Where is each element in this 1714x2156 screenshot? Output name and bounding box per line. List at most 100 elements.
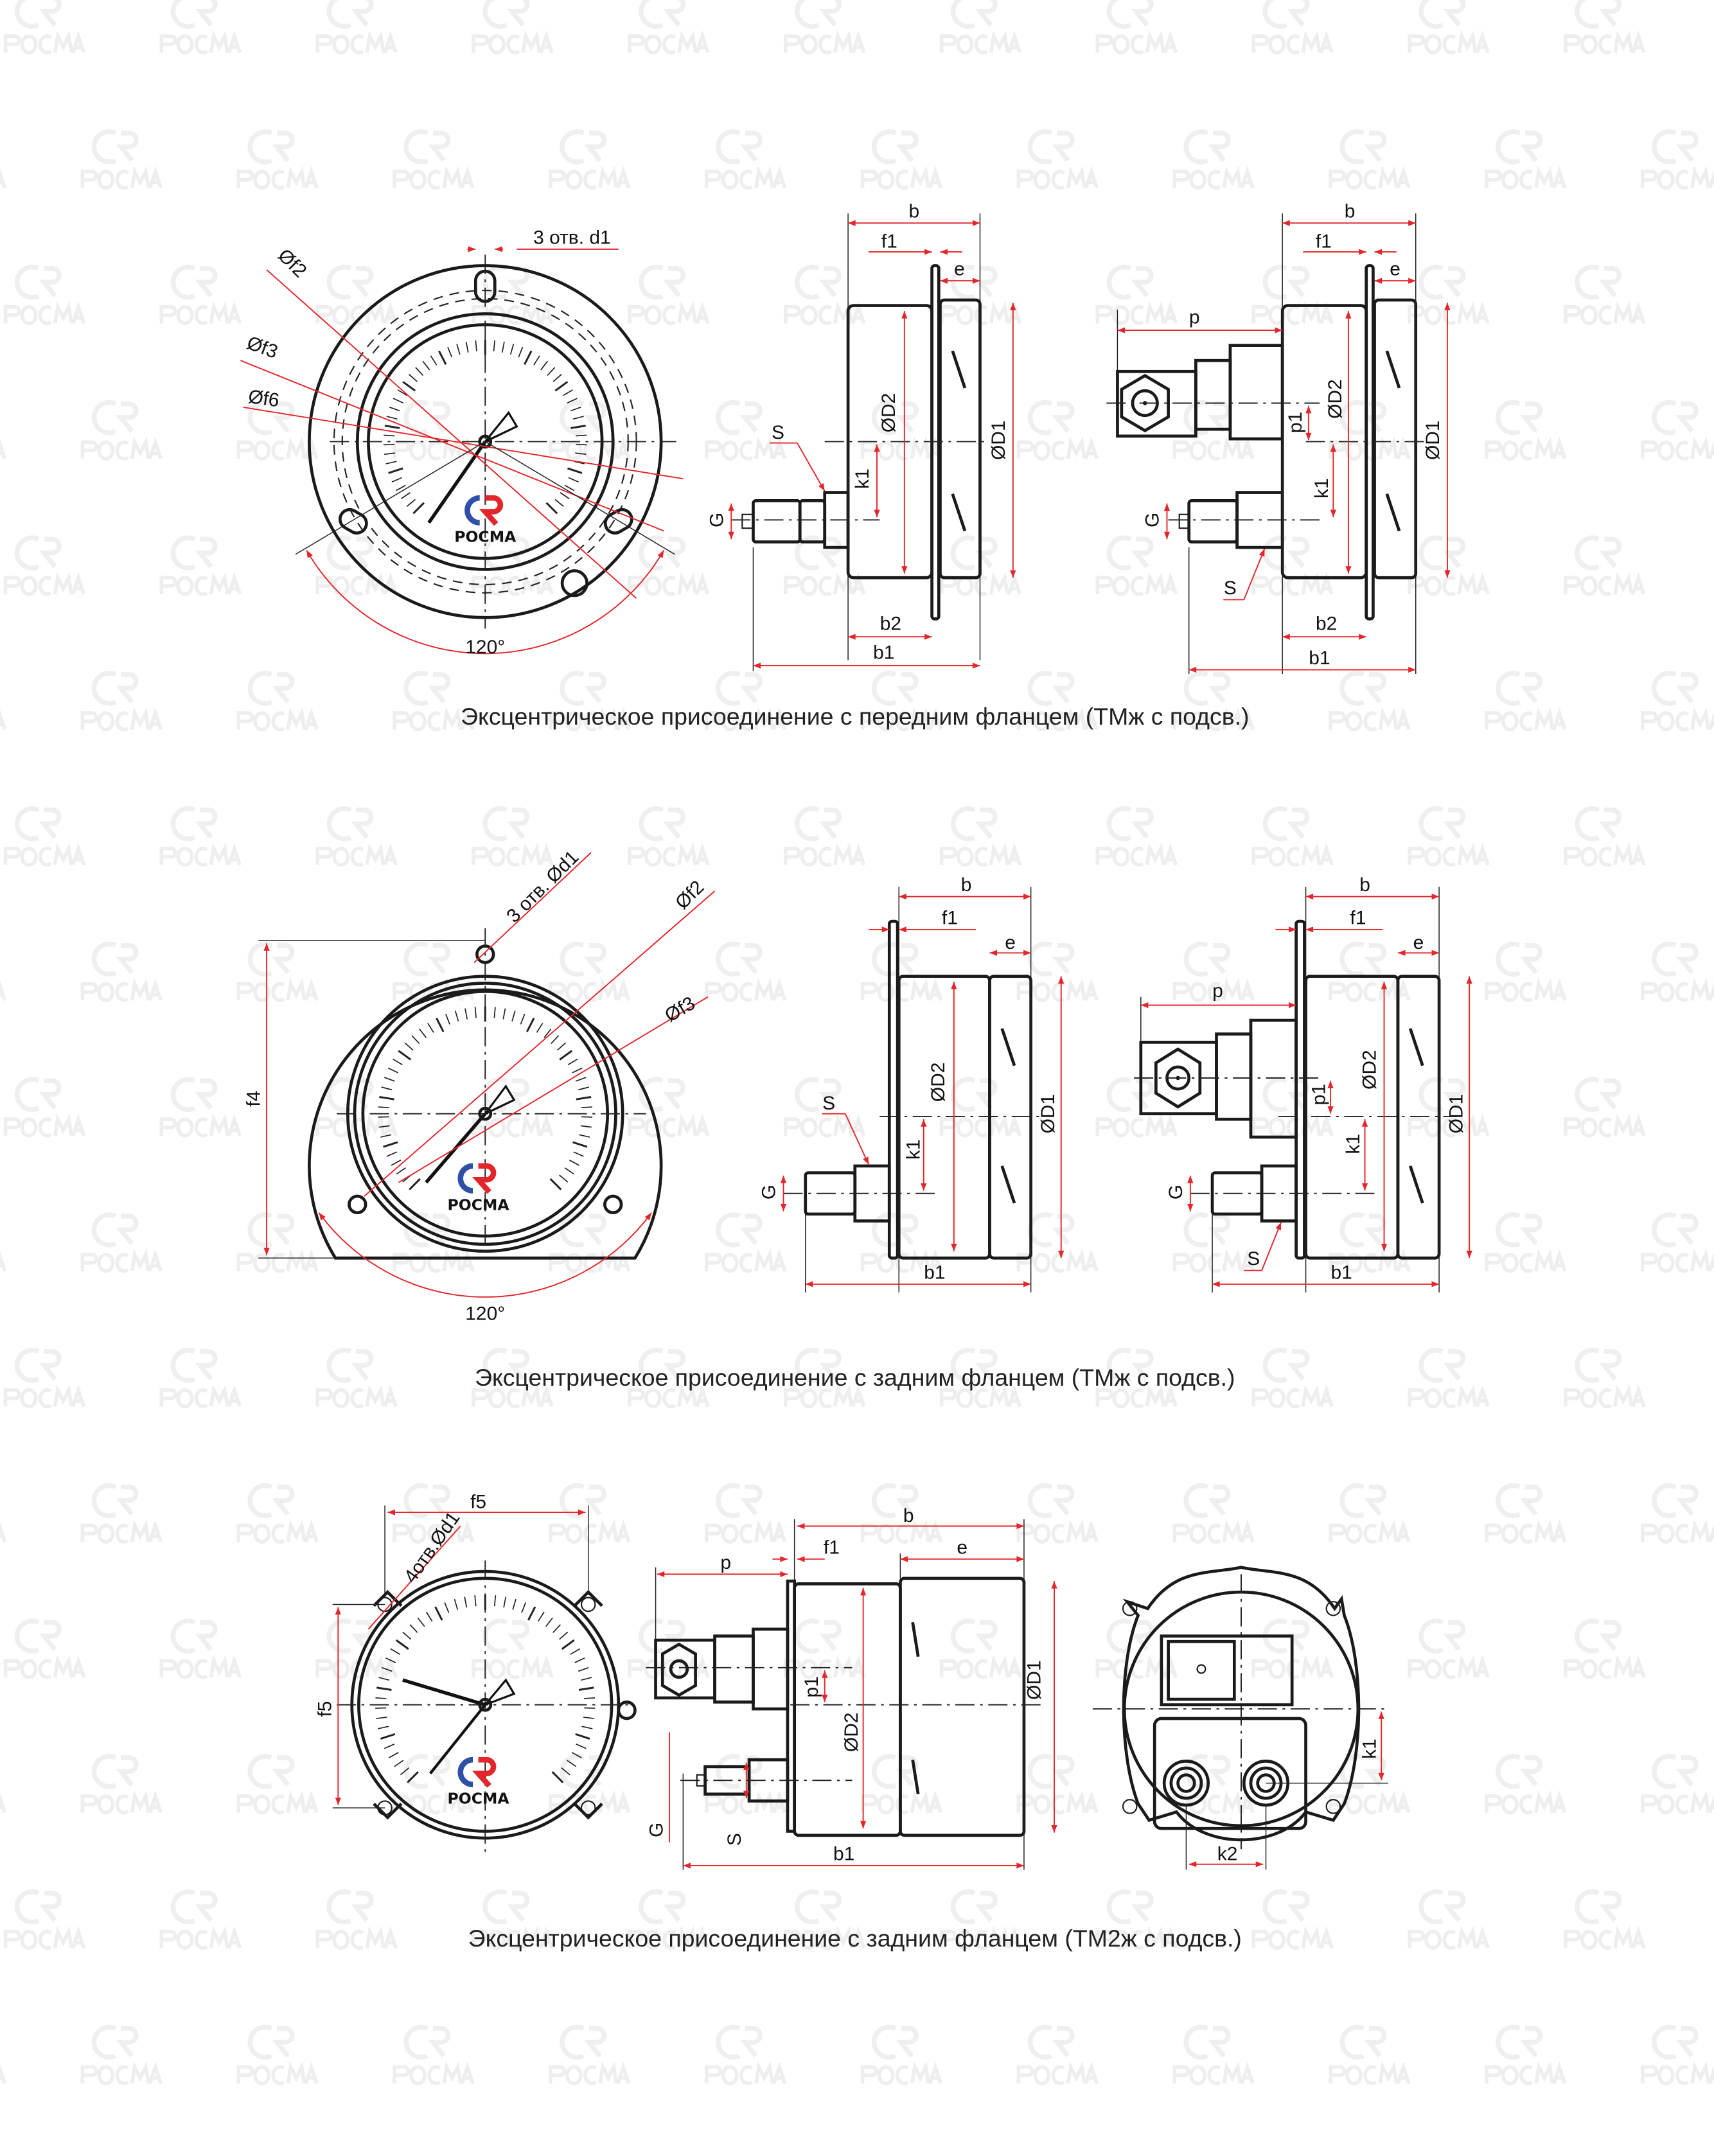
scale-tick bbox=[503, 1596, 507, 1608]
scale-tick bbox=[381, 1086, 393, 1091]
watermark-logo bbox=[860, 129, 943, 190]
scale-tick bbox=[572, 1141, 588, 1148]
watermark-logo bbox=[704, 2024, 787, 2085]
scale-tick bbox=[570, 406, 581, 412]
watermark-logo bbox=[1016, 1212, 1099, 1273]
scale-tick bbox=[512, 1599, 517, 1610]
dim-D1: ØD1 bbox=[988, 420, 1009, 460]
watermark-logo bbox=[3, 264, 86, 326]
scale-tick bbox=[406, 499, 416, 507]
scale-tick bbox=[404, 1042, 414, 1051]
scale-tick bbox=[578, 1666, 589, 1672]
scale-tick bbox=[576, 1744, 587, 1749]
dim-D2: ØD2 bbox=[928, 1063, 949, 1102]
watermark-logo bbox=[159, 1618, 242, 1679]
section-3-tm2: РОСМА f5 4отв.Ød1 f5 bbox=[315, 1492, 1388, 1952]
watermark-logo bbox=[704, 1754, 787, 1815]
watermark-logo bbox=[628, 0, 710, 55]
watermark-logo bbox=[549, 400, 631, 461]
scale-tick bbox=[389, 406, 400, 412]
dim-k1: k1 bbox=[1343, 1134, 1364, 1154]
scale-tick bbox=[576, 434, 587, 437]
watermark-logo bbox=[628, 806, 710, 867]
watermark-logo bbox=[1640, 1212, 1714, 1273]
scale-tick bbox=[549, 1178, 562, 1190]
watermark-logo bbox=[472, 0, 554, 55]
dim-G: G bbox=[1142, 513, 1163, 527]
dim-p: p bbox=[1212, 980, 1223, 1002]
watermark-logo bbox=[315, 1618, 398, 1679]
dim-b: b bbox=[1359, 874, 1370, 896]
watermark-logo bbox=[315, 1347, 398, 1409]
watermark-logo bbox=[549, 1483, 631, 1544]
watermark-logo bbox=[472, 806, 554, 867]
watermark-logo bbox=[939, 1347, 1022, 1409]
scale-tick bbox=[536, 1023, 543, 1033]
scale-tick bbox=[524, 350, 533, 365]
scale-tick bbox=[385, 1657, 396, 1663]
watermark-logo bbox=[1640, 671, 1714, 732]
scale-tick bbox=[564, 484, 575, 491]
watermark-logo bbox=[704, 1483, 787, 1544]
watermark-logo bbox=[1564, 535, 1646, 596]
scale-tick bbox=[464, 1008, 468, 1020]
watermark-logo bbox=[1564, 0, 1646, 55]
scale-tick bbox=[400, 1767, 410, 1776]
scale-tick bbox=[502, 1008, 506, 1020]
scale-tick bbox=[511, 1011, 516, 1022]
watermark-logo bbox=[3, 1889, 86, 1950]
watermark-logo bbox=[939, 1618, 1022, 1679]
scale-tick bbox=[407, 1771, 419, 1783]
watermark-logo bbox=[704, 1212, 787, 1273]
watermark-logo bbox=[1016, 2024, 1099, 2085]
scale-tick bbox=[445, 1014, 450, 1025]
scale-tick bbox=[386, 416, 398, 420]
scale-tick bbox=[409, 1178, 421, 1190]
watermark-logo bbox=[159, 264, 242, 326]
scale-tick bbox=[552, 374, 562, 382]
dim-f3: Øf3 bbox=[244, 332, 281, 363]
watermark-logo bbox=[393, 2024, 475, 2085]
watermark-logo bbox=[860, 2024, 943, 2085]
scale-tick bbox=[578, 1686, 594, 1692]
scale-tick bbox=[384, 1077, 395, 1082]
dim-p1: p1 bbox=[1285, 412, 1306, 433]
scale-tick bbox=[402, 1631, 412, 1640]
watermark-logo bbox=[393, 129, 475, 190]
dim-D1: ØD1 bbox=[1422, 420, 1444, 460]
dim-b1: b1 bbox=[833, 1843, 854, 1864]
watermark-logo bbox=[1172, 1754, 1255, 1815]
watermark-logo bbox=[1408, 0, 1490, 55]
dim-b: b bbox=[908, 201, 919, 222]
watermark-logo bbox=[1564, 1347, 1646, 1409]
watermark-logo bbox=[860, 1483, 943, 1544]
watermark-logo bbox=[0, 709, 7, 730]
scale-tick bbox=[578, 1086, 590, 1091]
dim-k1: k1 bbox=[903, 1139, 924, 1160]
scale-tick bbox=[411, 1035, 420, 1045]
watermark-logo bbox=[80, 2024, 163, 2085]
scale-tick bbox=[583, 1697, 596, 1699]
scale-tick bbox=[526, 1018, 535, 1032]
scale-tick bbox=[417, 1617, 425, 1627]
watermark-logo bbox=[3, 535, 86, 596]
scale-tick bbox=[422, 360, 430, 371]
front-view-1: РОСМА 3 отв. d1 Øf2 Øf3 Øf6 120° bbox=[240, 227, 684, 658]
watermark-logo bbox=[1408, 535, 1490, 596]
scale-tick bbox=[378, 1106, 389, 1109]
svg-text:РОСМА: РОСМА bbox=[448, 1196, 510, 1214]
scale-tick bbox=[576, 1096, 592, 1100]
scale-tick bbox=[573, 1151, 584, 1157]
scale-tick bbox=[571, 1752, 582, 1758]
watermark-logo bbox=[1408, 1347, 1490, 1409]
watermark-logo bbox=[1640, 2024, 1714, 2085]
dim-b1: b1 bbox=[873, 642, 894, 663]
watermark-logo bbox=[1329, 941, 1411, 1002]
dim-k1: k1 bbox=[852, 468, 873, 489]
dim-D1: ØD1 bbox=[1445, 1094, 1467, 1134]
watermark-logo bbox=[783, 1347, 866, 1409]
watermark-logo bbox=[159, 1077, 242, 1138]
watermark-logo bbox=[1485, 129, 1567, 190]
scale-tick bbox=[518, 346, 524, 358]
scale-tick bbox=[559, 1050, 573, 1061]
